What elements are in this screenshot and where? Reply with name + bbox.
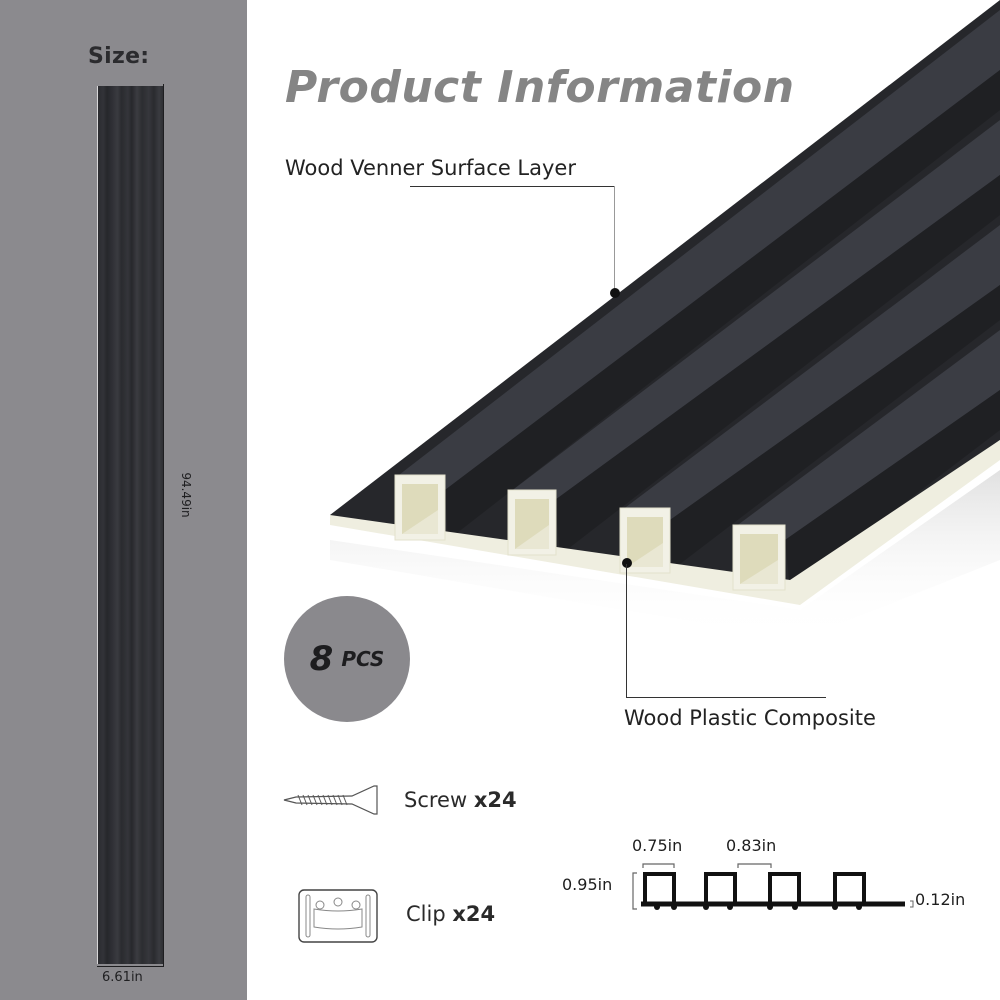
profile-cross-section bbox=[632, 863, 914, 910]
core-callout-dot bbox=[622, 558, 632, 568]
clip-quantity: x24 bbox=[452, 902, 496, 926]
screw-icon bbox=[283, 785, 378, 815]
quantity-unit: PCS bbox=[341, 647, 385, 671]
size-label: Size: bbox=[88, 44, 150, 69]
surface-layer-callout: Wood Venner Surface Layer bbox=[285, 156, 576, 180]
clip-name: Clip bbox=[406, 902, 446, 926]
height-label: 0.95in bbox=[562, 875, 613, 894]
gap-width-label: 0.83in bbox=[726, 836, 777, 855]
quantity-badge: 8 PCS bbox=[284, 596, 410, 722]
height-dimension-label: 94.49in bbox=[179, 472, 193, 518]
screw-accessory: Screw x24 bbox=[404, 788, 517, 812]
core-callout-line-h bbox=[626, 697, 826, 698]
width-dimension-label: 6.61in bbox=[102, 970, 143, 985]
slat-width-label: 0.75in bbox=[632, 836, 683, 855]
height-dimension-line bbox=[163, 84, 164, 966]
core-callout-line-v bbox=[626, 564, 627, 698]
base-thickness-label: 0.12in bbox=[915, 890, 966, 909]
surface-callout-line-h bbox=[410, 186, 615, 187]
screw-quantity: x24 bbox=[473, 788, 517, 812]
surface-callout-line-v bbox=[614, 186, 615, 292]
clip-icon bbox=[298, 889, 378, 943]
surface-callout-dot bbox=[610, 288, 620, 298]
size-sidebar: Size: 94.49in 6.61in bbox=[0, 0, 247, 1000]
clip-accessory: Clip x24 bbox=[406, 902, 495, 926]
core-material-callout: Wood Plastic Composite bbox=[624, 706, 876, 730]
width-dimension-line bbox=[97, 966, 164, 967]
panel-front-view bbox=[97, 86, 163, 964]
page-title: Product Information bbox=[285, 62, 795, 113]
quantity-number: 8 bbox=[309, 639, 334, 679]
screw-name: Screw bbox=[404, 788, 468, 812]
